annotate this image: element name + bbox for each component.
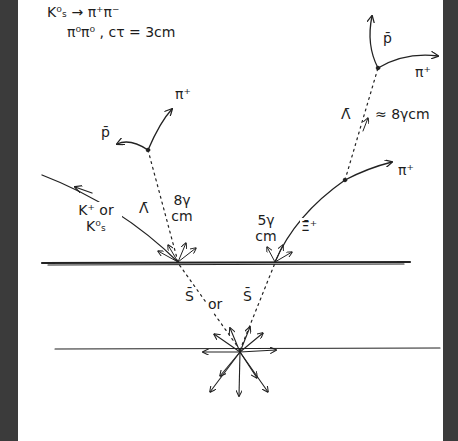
formula-text: K⁰ₛ → π⁺π⁻ <box>46 4 120 20</box>
pion-track <box>148 109 172 150</box>
formula-text: π⁰π⁰ , cτ = 3cm <box>66 24 176 40</box>
antiproton-track <box>117 142 148 150</box>
particle-label: K⁺ or K⁰ₛ <box>70 202 122 234</box>
xi-track <box>275 180 345 262</box>
particle-label: Ξ̄⁺ <box>300 218 318 234</box>
beam-plane <box>55 348 440 349</box>
particle-label: p̄ <box>100 124 111 140</box>
particle-label: π⁺ <box>174 86 192 102</box>
particle-label: S̄ <box>184 288 195 304</box>
production-burst <box>203 327 276 396</box>
particle-label: π⁺ <box>414 64 432 80</box>
particle-label: π⁺ <box>397 162 415 178</box>
track-arrow <box>363 118 368 131</box>
vertex-burst <box>158 243 196 262</box>
particle-label: Λ̄ <box>138 200 150 216</box>
length-label: 8γ cm <box>168 192 196 224</box>
particle-label: Λ̄ <box>340 106 352 122</box>
particle-label: S̄ <box>242 288 253 304</box>
neutral-track <box>240 263 275 350</box>
length-label: ≈ 8γcm <box>374 106 431 122</box>
frame-band <box>0 0 18 441</box>
pion-track <box>345 162 392 180</box>
track-arrow <box>75 187 92 193</box>
frame-band <box>443 0 458 441</box>
kaon-track <box>42 175 178 262</box>
lambda-track <box>345 68 378 180</box>
note-text: or <box>207 296 223 312</box>
target-plate <box>48 264 404 265</box>
antiproton-track <box>370 16 378 68</box>
target-plate <box>42 262 410 263</box>
particle-label: p̄ <box>382 30 393 46</box>
length-label: 5γ cm <box>252 212 280 244</box>
neutral-track <box>178 263 240 350</box>
